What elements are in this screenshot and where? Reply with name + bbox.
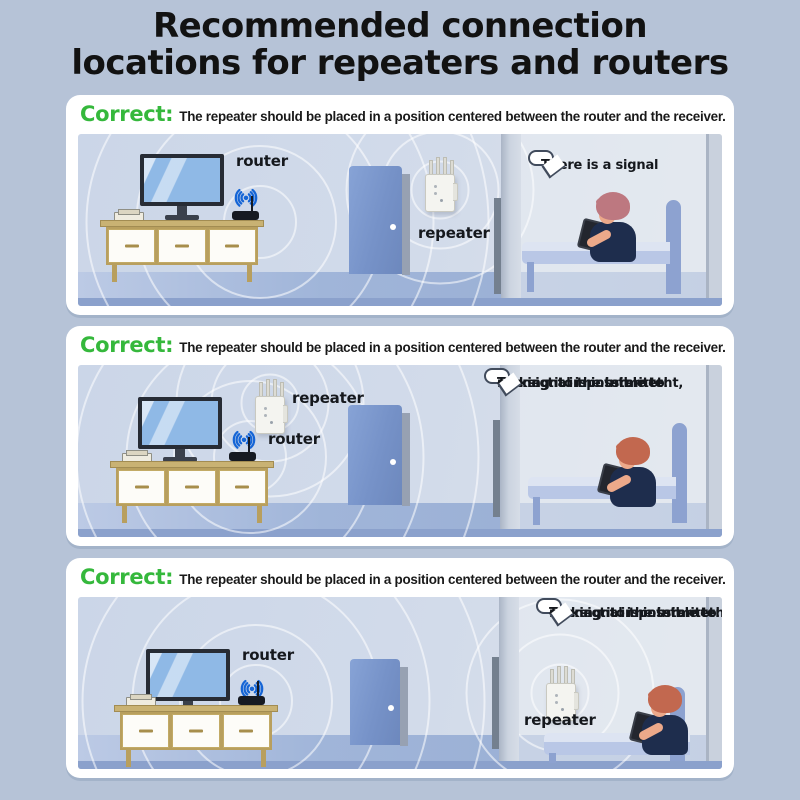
- wifi-signal-icon: [234, 188, 258, 207]
- door: [348, 405, 410, 506]
- repeater-device: [546, 666, 579, 721]
- room-scene: router repeater The signal is intermitte…: [78, 365, 722, 537]
- drawer: [118, 470, 166, 504]
- person-with-phone: [628, 685, 694, 755]
- page-title-line1: Recommended connection: [152, 6, 648, 46]
- router-label: router: [236, 152, 288, 170]
- panel-correct-1: Correct: The repeater should be placed i…: [66, 95, 734, 315]
- tv-cabinet: [110, 461, 274, 523]
- drawer: [108, 229, 156, 263]
- tv-stand: [177, 206, 187, 215]
- door: [349, 166, 410, 275]
- right-wall: [706, 134, 722, 298]
- drawer: [218, 470, 266, 504]
- tv-cabinet: [100, 220, 264, 282]
- speech-bubble: The signal is intermittent, making it im…: [536, 598, 722, 621]
- drawer: [158, 229, 206, 263]
- panel-header: Correct: The repeater should be placed i…: [66, 558, 734, 592]
- drawer: [208, 229, 256, 263]
- repeater-label: repeater: [524, 711, 596, 729]
- panel-description: The repeater should be placed in a posit…: [179, 572, 726, 587]
- panel-description: The repeater should be placed in a posit…: [179, 340, 726, 355]
- bed-headboard: [672, 423, 687, 523]
- bed-leg: [549, 753, 556, 763]
- drawer: [168, 470, 216, 504]
- panel-description: The repeater should be placed in a posit…: [179, 109, 726, 124]
- verdict-label: Correct:: [80, 333, 174, 357]
- page-title-line2: locations for repeaters and routers: [71, 43, 729, 84]
- bed-leg: [527, 262, 534, 292]
- tv-stand: [175, 449, 185, 458]
- router-label: router: [242, 646, 294, 664]
- right-wall: [706, 365, 722, 529]
- page-title: Recommended connection locations for rep…: [0, 0, 800, 83]
- router-device: [232, 196, 259, 220]
- router-device: [229, 437, 256, 461]
- panel-correct-3: Correct: The repeater should be placed i…: [66, 558, 734, 778]
- doorway-edge: [493, 420, 500, 517]
- tv: [138, 397, 222, 449]
- right-wall: [706, 597, 722, 761]
- speech-bubble: The signal is intermittent, making it im…: [484, 368, 683, 391]
- divider-wall: [500, 365, 520, 529]
- door: [350, 659, 408, 746]
- panel-correct-2: Correct: The repeater should be placed i…: [66, 326, 734, 546]
- router-device: [238, 681, 265, 705]
- hair: [648, 685, 682, 713]
- repeater-label: repeater: [418, 224, 490, 242]
- speech-bubble: There is a signal: [528, 150, 658, 173]
- tv: [140, 154, 224, 206]
- divider-wall: [501, 134, 521, 298]
- bed-leg: [533, 497, 540, 525]
- repeater-device: [255, 379, 288, 434]
- bed-headboard: [666, 200, 681, 294]
- repeater-device: [425, 157, 458, 212]
- room-scene: router repeater There is a signal: [78, 134, 722, 306]
- verdict-label: Correct:: [80, 565, 174, 589]
- drawer: [122, 714, 170, 748]
- person-with-phone: [596, 437, 662, 507]
- repeater-label: repeater: [292, 389, 364, 407]
- drawer: [222, 714, 270, 748]
- hair: [596, 192, 630, 220]
- tv: [146, 649, 230, 701]
- hair: [616, 437, 650, 465]
- tv-stand-base: [163, 457, 197, 462]
- divider-wall: [499, 597, 519, 761]
- person-with-phone: [576, 192, 642, 262]
- drawer: [172, 714, 220, 748]
- tv-cabinet: [114, 705, 278, 767]
- verdict-label: Correct:: [80, 102, 174, 126]
- panel-header: Correct: The repeater should be placed i…: [66, 326, 734, 360]
- room-scene: router repeater The signal is intermitte…: [78, 597, 722, 769]
- panel-header: Correct: The repeater should be placed i…: [66, 95, 734, 129]
- doorway-edge: [494, 198, 501, 294]
- router-label: router: [268, 430, 320, 448]
- doorway-edge: [492, 657, 499, 749]
- tv-stand-base: [165, 215, 199, 220]
